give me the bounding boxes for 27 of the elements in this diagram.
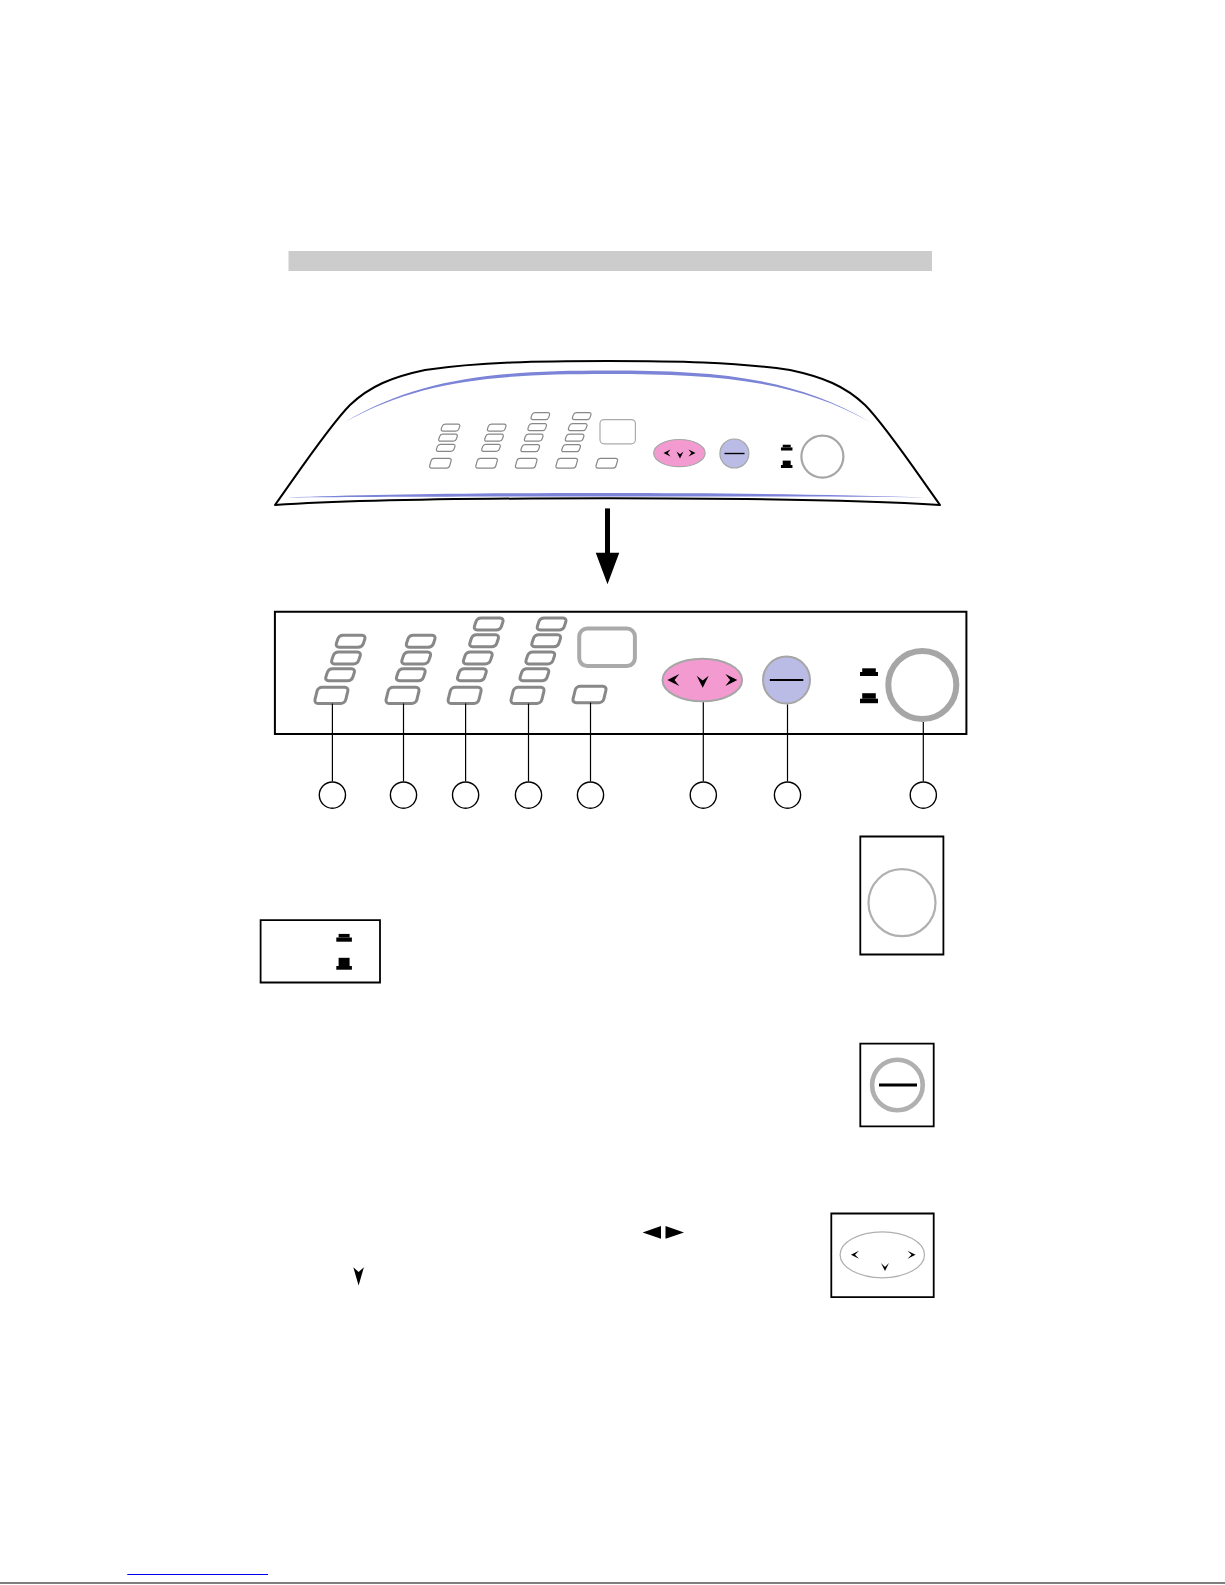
leader-line [527, 702, 530, 782]
callout-circle [773, 781, 802, 809]
oval-button [661, 657, 744, 703]
dial-knob [885, 648, 960, 722]
leader-line [922, 721, 924, 782]
callout-circle [576, 781, 605, 809]
callout-circle [909, 781, 938, 809]
panel-button [313, 685, 350, 706]
leader-line [331, 702, 333, 782]
heading-bar [288, 251, 932, 271]
leader-line [402, 702, 405, 782]
leader-line [465, 702, 467, 782]
panel-button [509, 685, 546, 706]
panel-button [571, 684, 608, 705]
panel-button [384, 685, 421, 706]
control-panel-drawing [274, 360, 941, 506]
callout-circle [389, 781, 418, 809]
callout-circle [451, 781, 480, 809]
round-button [762, 655, 811, 705]
leader-line [786, 703, 789, 782]
leader-line [702, 701, 704, 782]
panel-button [446, 685, 483, 706]
leader-line [589, 702, 592, 782]
callout-circle [318, 781, 347, 809]
callout-circle [514, 781, 543, 809]
control-panel-box [273, 610, 968, 735]
callout-circle [689, 781, 718, 809]
